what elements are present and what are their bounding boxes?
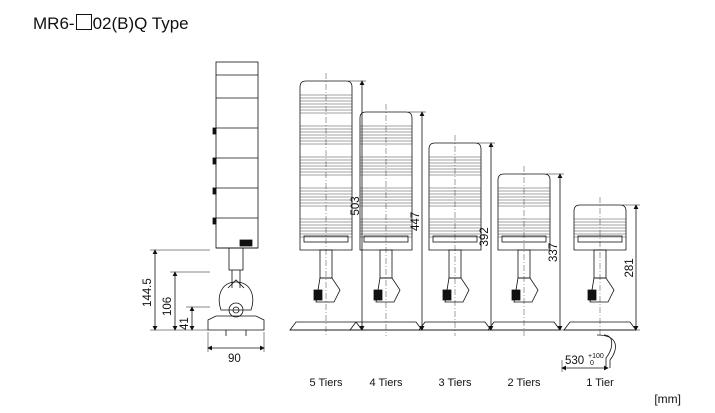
front-pole <box>228 247 244 288</box>
tower-1-tier <box>563 197 640 336</box>
cable-annotation <box>561 334 616 372</box>
tower-height-value: 337 <box>548 243 560 262</box>
checkbox-symbol-icon <box>75 14 92 30</box>
tower-height-value: 392 <box>479 227 491 246</box>
front-tower-body <box>212 61 259 249</box>
dim-total-height: 144.5 <box>142 278 154 307</box>
tier-lens <box>300 156 352 176</box>
cable-length: 530 <box>565 355 584 367</box>
cable-tol-plus: +100 <box>588 353 604 360</box>
unit-label: [mm] <box>654 392 681 406</box>
dim-mid-height: 106 <box>162 297 174 316</box>
front-bracket-knob <box>218 279 254 318</box>
front-dimensions <box>150 249 265 352</box>
page-title: MR6- 02(B)Q Type <box>33 14 189 34</box>
dim-base-width: 90 <box>228 353 241 365</box>
cable-tol-minus: 0 <box>590 360 594 367</box>
tower-2-tier <box>487 166 564 336</box>
dim-low-height: 41 <box>179 317 191 330</box>
tower-label: 1 Tier <box>586 377 614 389</box>
title-suffix: 02(B)Q Type <box>92 14 189 33</box>
tower-label: 4 Tiers <box>369 377 403 389</box>
tower-height-value: 503 <box>350 196 362 215</box>
tower-4-tier <box>349 104 426 336</box>
tower-5-tier <box>289 73 366 336</box>
tower-3-tier <box>418 135 495 336</box>
tower-height-value: 281 <box>624 258 636 277</box>
front-base <box>207 315 265 336</box>
tier-lens <box>429 187 481 207</box>
tower-label: 3 Tiers <box>438 377 472 389</box>
front-view: 144.5 106 41 90 <box>142 61 265 365</box>
tower-label: 5 Tiers <box>309 377 343 389</box>
title-prefix: MR6- <box>33 14 75 33</box>
tower-variants: 503 5 Tiers 447 4 Tiers 392 3 Tiers 337 2 Tiers… <box>289 73 640 389</box>
tower-label: 2 Tiers <box>507 377 541 389</box>
tower-height-value: 447 <box>410 212 422 231</box>
